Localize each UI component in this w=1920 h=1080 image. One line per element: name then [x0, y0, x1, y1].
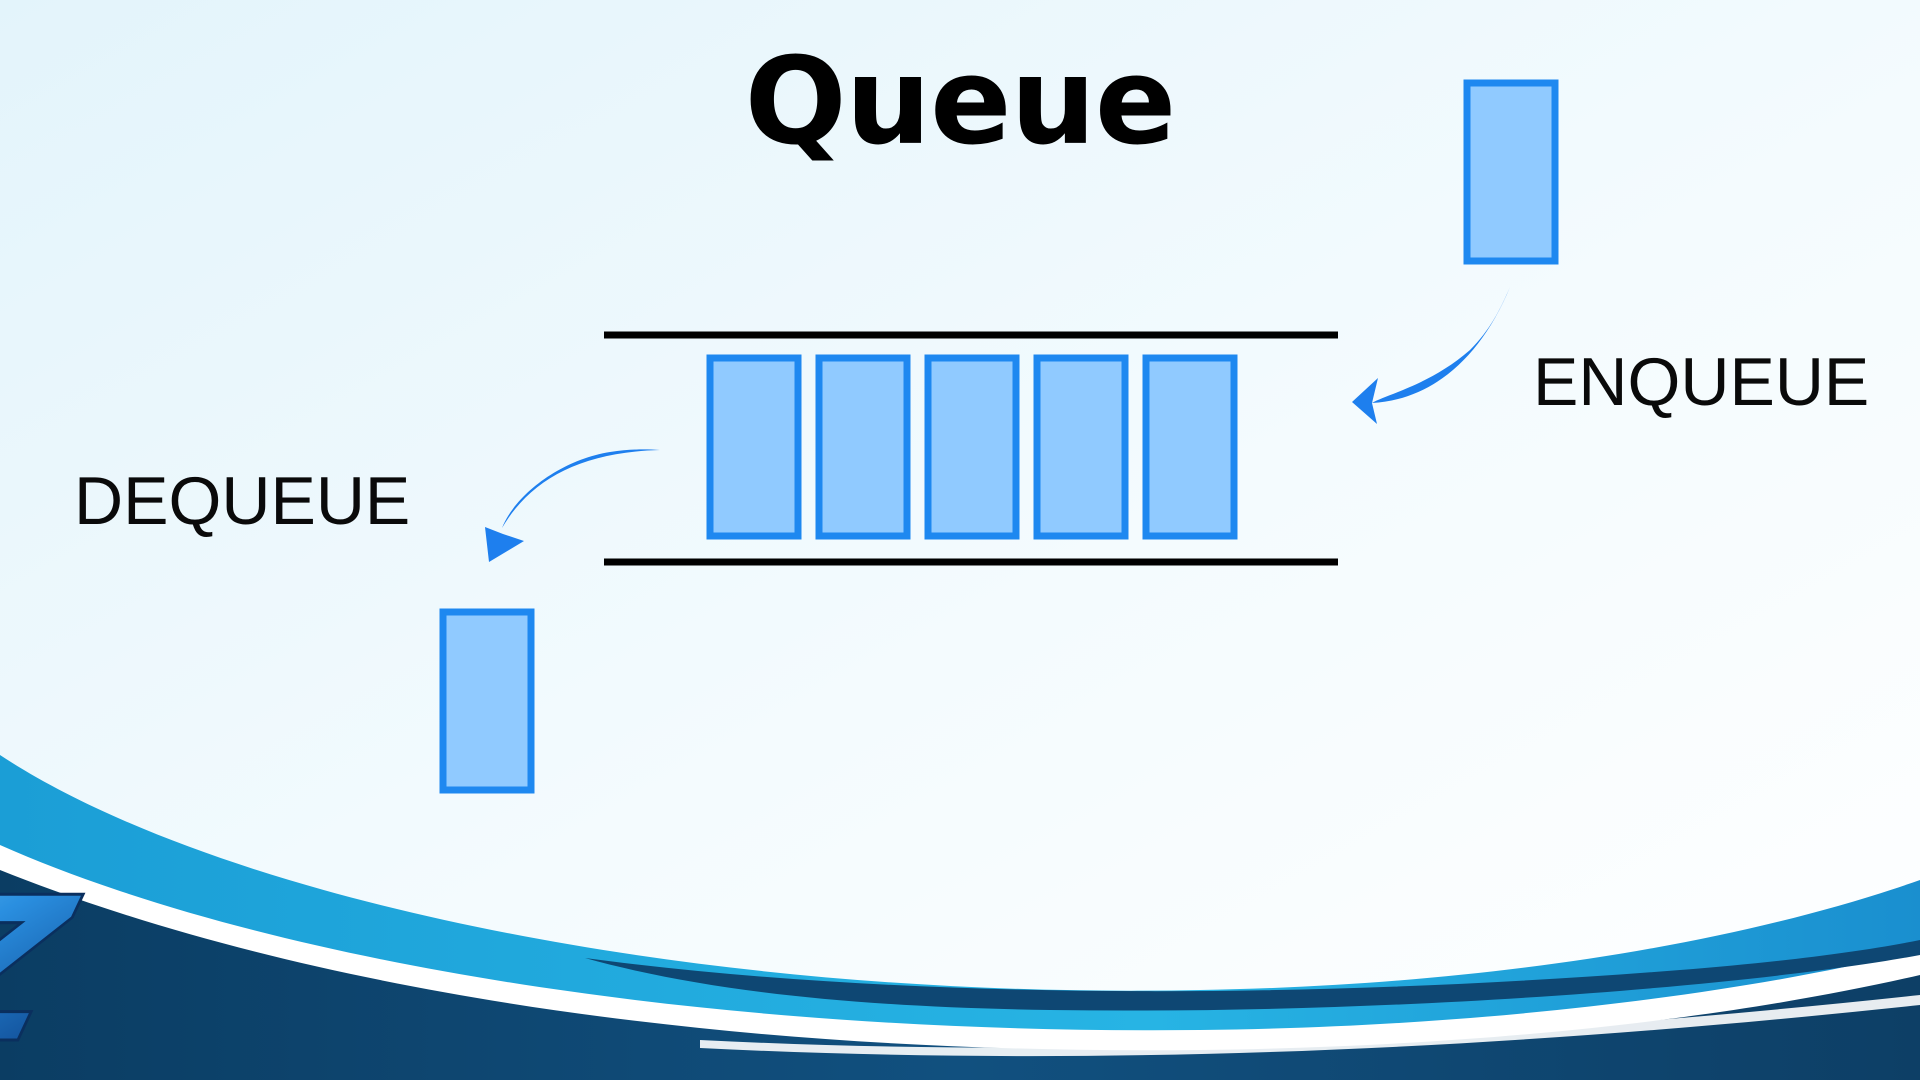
queue-item-1 [706, 354, 802, 540]
dequeue-label: DEQUEUE [74, 463, 411, 539]
wave-dark-sliver [585, 940, 1920, 1011]
enqueue-item [1463, 79, 1559, 265]
diagram-title: Queue [744, 33, 1177, 172]
queue-item-4 [1033, 354, 1129, 540]
queue-item-2 [815, 354, 911, 540]
enqueue-label: ENQUEUE [1533, 344, 1870, 420]
queue-item-5 [1142, 354, 1238, 540]
enqueue-arrow [1352, 287, 1510, 424]
wave-dark-blue [0, 870, 1920, 1080]
dequeue-arrow [485, 449, 660, 562]
wave-white-thin [700, 995, 1920, 1057]
queue-item-3 [924, 354, 1020, 540]
dequeue-item [439, 608, 535, 794]
